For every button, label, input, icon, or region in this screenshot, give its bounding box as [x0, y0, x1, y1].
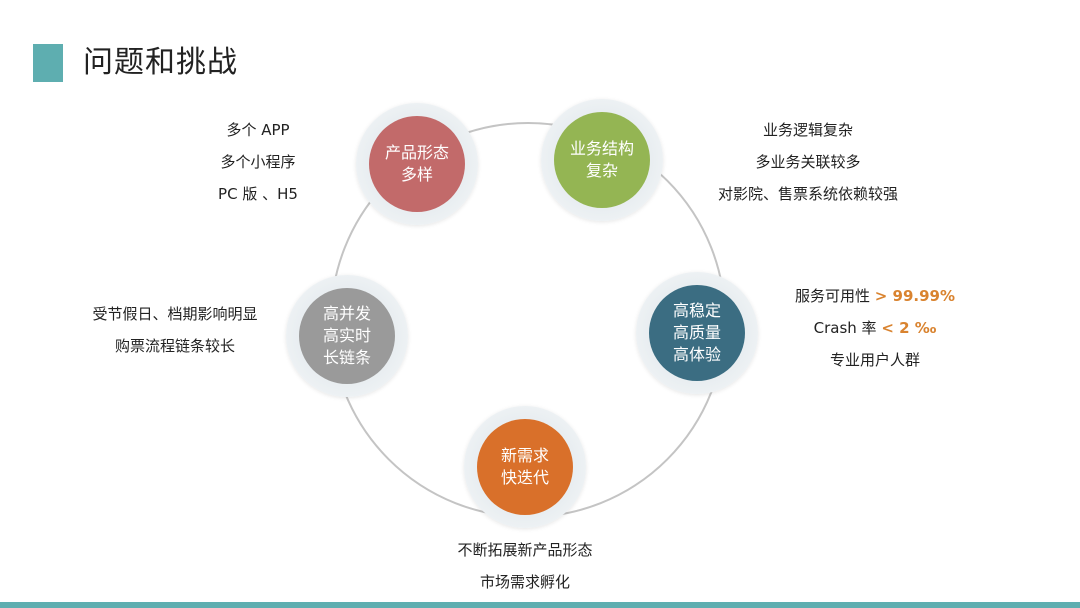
annotation-demand: 不断拓展新产品形态 市场需求孵化 — [430, 534, 620, 598]
node-label: 新需求 — [500, 446, 549, 465]
node-new-demand: 新需求 快迭代 — [464, 406, 586, 528]
node-label: 快迭代 — [500, 468, 549, 487]
node-label: 业务结构 — [569, 139, 634, 158]
annotation-line: 购票流程链条较长 — [114, 337, 235, 355]
annotation-line: Crash 率 < 2 ‰ — [790, 312, 960, 344]
annotation-line: 业务逻辑复杂 — [762, 121, 853, 139]
node-label: 高实时 — [322, 326, 371, 345]
annotation-line: 多个小程序 — [220, 153, 296, 171]
annotation-line: 不断拓展新产品形态 — [457, 541, 593, 559]
node-label: 产品形态 — [384, 143, 449, 162]
annotation-line: 多个 APP — [226, 121, 290, 139]
node-label: 复杂 — [585, 161, 618, 180]
annotation-business: 业务逻辑复杂 多业务关联较多 对影院、售票系统依赖较强 — [696, 114, 920, 210]
title-accent-bar — [33, 44, 63, 82]
node-label: 长链条 — [322, 348, 371, 367]
page-title: 问题和挑战 — [83, 45, 238, 80]
node-label: 高并发 — [322, 304, 371, 323]
annotation-line: 市场需求孵化 — [479, 573, 570, 591]
annotation-text: 服务可用性 — [794, 287, 870, 305]
bottom-accent-band — [0, 602, 1080, 608]
node-label: 多样 — [400, 165, 433, 184]
annotation-line: 服务可用性 > 99.99% — [790, 280, 960, 312]
annotation-line: 多业务关联较多 — [755, 153, 861, 171]
annotation-line: 对影院、售票系统依赖较强 — [717, 185, 898, 203]
node-product-variety-core: 产品形态 多样 — [369, 116, 465, 212]
node-business-complexity: 业务结构 复杂 — [541, 99, 663, 221]
annotation-text: Crash 率 — [813, 319, 877, 337]
annotation-line: 专业用户人群 — [829, 351, 920, 369]
annotation-line: PC 版 、H5 — [218, 185, 298, 203]
node-product-variety: 产品形态 多样 — [356, 103, 478, 225]
annotation-line: 受节假日、档期影响明显 — [92, 305, 258, 323]
node-stability-core: 高稳定 高质量 高体验 — [649, 285, 745, 381]
node-new-demand-core: 新需求 快迭代 — [477, 419, 573, 515]
crash-rate-value: < 2 ‰ — [881, 319, 937, 337]
node-stability: 高稳定 高质量 高体验 — [636, 272, 758, 394]
node-label: 高质量 — [672, 323, 721, 342]
node-concurrency-core: 高并发 高实时 长链条 — [299, 288, 395, 384]
node-concurrency: 高并发 高实时 长链条 — [286, 275, 408, 397]
annotation-concurrency: 受节假日、档期影响明显 购票流程链条较长 — [70, 298, 280, 362]
node-label: 高稳定 — [672, 301, 721, 320]
availability-value: > 99.99% — [874, 287, 956, 305]
annotation-product: 多个 APP 多个小程序 PC 版 、H5 — [196, 114, 320, 210]
node-label: 高体验 — [672, 345, 721, 364]
annotation-stability: 服务可用性 > 99.99% Crash 率 < 2 ‰ 专业用户人群 — [790, 280, 960, 376]
node-business-complexity-core: 业务结构 复杂 — [554, 112, 650, 208]
